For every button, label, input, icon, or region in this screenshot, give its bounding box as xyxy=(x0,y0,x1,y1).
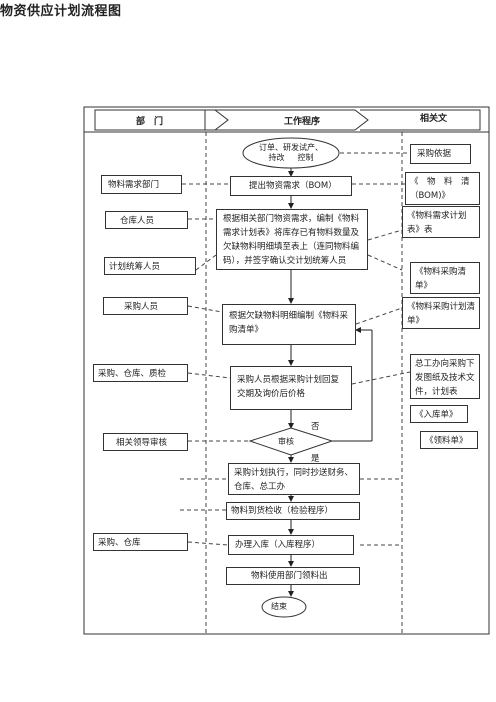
header-process: 工作程序 xyxy=(284,117,321,127)
doc-purchase-basis: 采购依据 xyxy=(410,144,471,164)
dept-purchasing: 采购人员 xyxy=(103,297,188,315)
dept-purchase-warehouse-qc: 采购、仓库、质检 xyxy=(93,364,188,382)
step-compile-demand-plan: 根据相关部门物资需求，编制《物料需求计划表》将库存已有物料数量及欠缺物料明细填至… xyxy=(216,209,368,270)
dept-leader-review: 相关领导审核 xyxy=(103,433,188,451)
decision-no-label: 否 xyxy=(311,422,320,432)
decision-review: 审核 xyxy=(278,437,294,446)
step-material-issue: 物料使用部门领料出 xyxy=(226,567,360,585)
step-execute-plan: 采购计划执行，同时抄送财务、仓库、总工办 xyxy=(228,463,360,495)
dept-warehouse: 仓库人员 xyxy=(105,211,188,229)
doc-material-requisition: 《领料单》 xyxy=(420,431,478,449)
doc-bom: 《 物 料 清（BOM)》 xyxy=(405,172,480,205)
doc-purchase-list: 《物料采购清单》 xyxy=(410,262,480,294)
dept-purchase-warehouse: 采购、仓库 xyxy=(93,533,188,551)
doc-drawings-tech-files: 总工办向采购下发图纸及技术文件，计划表 xyxy=(410,354,480,399)
start-node: 订单、研发试产、 持改 控制 xyxy=(259,143,323,162)
step-reply-delivery-price: 采购人员根据采购计划回复交期及询价后价格 xyxy=(230,366,352,410)
doc-demand-plan: 《物料需求计划表》表 xyxy=(402,206,480,238)
header-dept: 部 门 xyxy=(136,117,164,127)
dept-material-demand: 物料需求部门 xyxy=(101,175,182,194)
doc-purchase-plan-list: 《物料采购计划清单》 xyxy=(402,297,480,329)
dept-planning: 计划统筹人员 xyxy=(104,257,196,275)
step-warehousing: 办理入库（入库程序） xyxy=(228,535,354,555)
step-receipt-inspection: 物料到货检收（检验程序） xyxy=(226,502,360,520)
end-node: 结束 xyxy=(271,602,287,611)
header-related: 相关文 xyxy=(420,114,448,124)
doc-inbound-receipt: 《入库单》 xyxy=(410,405,468,423)
page-title: 物资供应计划流程图 xyxy=(0,4,122,19)
step-request-materials: 提出物资需求（BOM） xyxy=(230,176,352,196)
decision-yes-label: 是 xyxy=(311,454,320,464)
step-purchase-list: 根据欠缺物料明细编制《物料采购清单》 xyxy=(222,304,356,345)
